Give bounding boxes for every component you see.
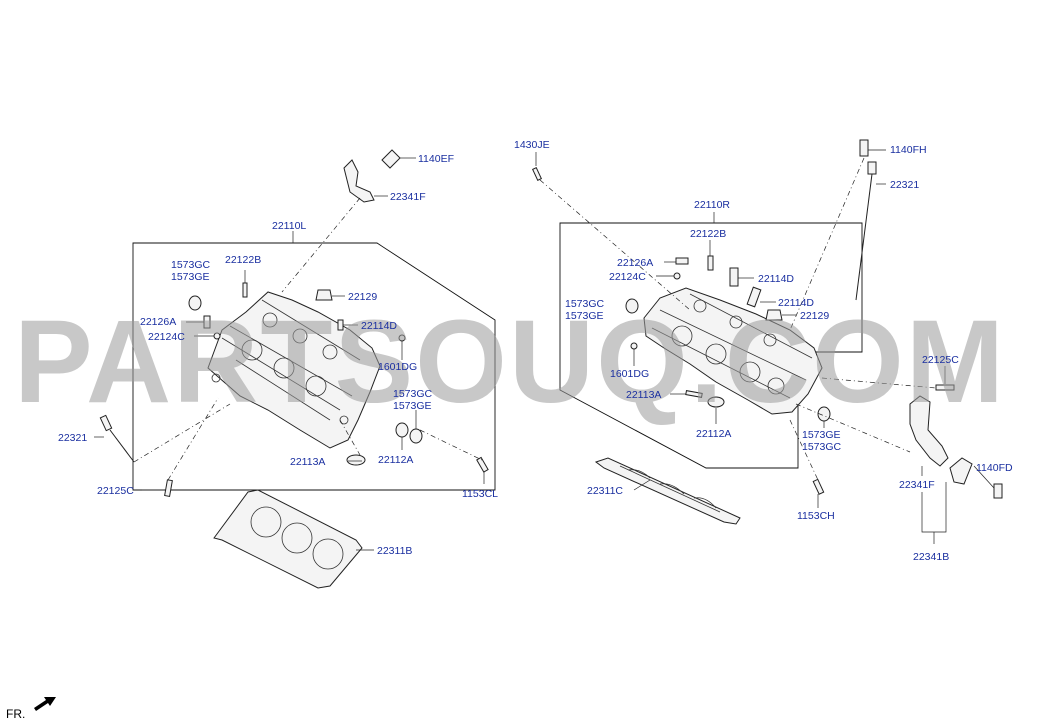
dashed-guide-1140FH bbox=[789, 157, 865, 331]
label-22341F-right[interactable]: 22341F bbox=[899, 479, 935, 491]
dashed-guide-seal-left bbox=[339, 419, 361, 456]
bolt-22122B-right[interactable] bbox=[707, 240, 714, 271]
label-22126A-right[interactable]: 22126A bbox=[617, 257, 653, 269]
seal-22112A-right[interactable] bbox=[707, 396, 725, 424]
label-22124C-left[interactable]: 22124C bbox=[148, 331, 185, 343]
plug-1573GC-right-top[interactable] bbox=[625, 298, 639, 314]
cap-22129-left[interactable] bbox=[315, 289, 345, 301]
label-1573GC-b[interactable]: 1573GC bbox=[393, 388, 433, 400]
left-assembly-frame bbox=[132, 242, 496, 491]
label-22112A-left[interactable]: 22112A bbox=[378, 454, 413, 466]
label-1153CL[interactable]: 1153CL bbox=[462, 488, 498, 500]
bracket-22341B[interactable] bbox=[949, 457, 973, 485]
seal-22113A-right[interactable] bbox=[670, 390, 703, 398]
dowel-22125C-left[interactable] bbox=[142, 479, 173, 497]
bolt-1140FH[interactable] bbox=[859, 139, 886, 157]
cap-22129-right[interactable] bbox=[765, 309, 796, 321]
label-22341F-left[interactable]: 22341F bbox=[390, 191, 426, 203]
label-22321-left[interactable]: 22321 bbox=[58, 432, 87, 444]
dashed-guide-left-top bbox=[281, 197, 361, 293]
label-22125C-left[interactable]: 22125C bbox=[97, 485, 134, 497]
dashed-guide-stud-left bbox=[133, 403, 231, 463]
label-1573GE-c[interactable]: 1573GE bbox=[565, 310, 604, 322]
label-22122B-left[interactable]: 22122B bbox=[225, 254, 261, 266]
labels-right: 1430JE 1140FH 22321 22110R 22122B 22126A… bbox=[514, 139, 1013, 563]
label-1573GE-a[interactable]: 1573GE bbox=[171, 271, 210, 283]
plug-1601DG-right[interactable] bbox=[630, 342, 638, 366]
head-gasket-22311C[interactable] bbox=[594, 457, 741, 525]
head-gasket-22311B[interactable] bbox=[213, 489, 374, 589]
label-1153CH[interactable]: 1153CH bbox=[797, 510, 835, 522]
front-direction-marker: FR. bbox=[6, 697, 56, 721]
label-1573GE-d[interactable]: 1573GE bbox=[802, 429, 841, 441]
watermark-text: PARTSOUQ.COM bbox=[14, 296, 1006, 428]
label-1430JE[interactable]: 1430JE bbox=[514, 139, 550, 151]
label-22113A-right[interactable]: 22113A bbox=[626, 389, 661, 401]
stud-22321-left[interactable] bbox=[94, 414, 135, 463]
bolt-1140FD[interactable] bbox=[973, 465, 1003, 499]
label-22112A-right[interactable]: 22112A bbox=[696, 428, 731, 440]
dowel-22114D-left[interactable] bbox=[337, 319, 358, 331]
dashed-guide-right-bracket bbox=[795, 403, 911, 453]
label-22129-right[interactable]: 22129 bbox=[800, 310, 829, 322]
washer-22124C-left[interactable] bbox=[194, 332, 221, 340]
bracket-22341F-right[interactable] bbox=[909, 395, 949, 476]
dowel-22114D-right-a[interactable] bbox=[729, 267, 754, 287]
left-cylinder-head[interactable] bbox=[207, 291, 381, 449]
label-22311B[interactable]: 22311B bbox=[377, 545, 412, 557]
bolt-22126A-right[interactable] bbox=[664, 257, 689, 265]
right-cylinder-head[interactable] bbox=[643, 287, 823, 415]
washer-22124C-right[interactable] bbox=[656, 272, 681, 280]
label-22114D-right-b[interactable]: 22114D bbox=[778, 297, 814, 309]
label-22114D-left[interactable]: 22114D bbox=[361, 320, 397, 332]
label-22114D-right-a[interactable]: 22114D bbox=[758, 273, 794, 285]
dowel-22125C-right[interactable] bbox=[935, 366, 955, 391]
label-22122B-right[interactable]: 22122B bbox=[690, 228, 726, 240]
label-1140EF[interactable]: 1140EF bbox=[418, 153, 454, 165]
label-22126A-left[interactable]: 22126A bbox=[140, 316, 176, 328]
bracket-22341F-left[interactable] bbox=[343, 159, 388, 203]
bolt-22122B-left[interactable] bbox=[242, 270, 248, 298]
label-1573GC-a[interactable]: 1573GC bbox=[171, 259, 211, 271]
bolt-22126A-left[interactable] bbox=[186, 315, 211, 329]
label-22110R[interactable]: 22110R bbox=[694, 199, 730, 211]
plug-1573GC-left-bottom[interactable] bbox=[409, 410, 423, 444]
label-1601DG-right[interactable]: 1601DG bbox=[610, 368, 649, 380]
label-1140FD[interactable]: 1140FD bbox=[976, 462, 1013, 474]
plug-1573GE-right-bottom[interactable] bbox=[817, 406, 831, 428]
dashed-guide-1430JE bbox=[539, 179, 691, 311]
pin-1430JE[interactable] bbox=[531, 152, 543, 181]
dowel-22114D-right-b[interactable] bbox=[746, 286, 776, 308]
label-1601DG-left[interactable]: 1601DG bbox=[378, 361, 417, 373]
plug-1601DG-left[interactable] bbox=[398, 334, 406, 360]
dashed-guide-1153CL bbox=[419, 429, 483, 461]
label-1573GC-c[interactable]: 1573GC bbox=[565, 298, 605, 310]
label-1140FH[interactable]: 1140FH bbox=[890, 144, 927, 156]
stud-22321-right[interactable] bbox=[855, 161, 886, 301]
label-1573GC-d[interactable]: 1573GC bbox=[802, 441, 842, 453]
seal-22112A-left[interactable] bbox=[395, 422, 409, 450]
label-22311C[interactable]: 22311C bbox=[587, 485, 623, 497]
label-22125C-right[interactable]: 22125C bbox=[922, 354, 959, 366]
label-22321-right[interactable]: 22321 bbox=[890, 179, 919, 191]
label-22124C-right[interactable]: 22124C bbox=[609, 271, 646, 283]
seal-22113A-left[interactable] bbox=[346, 454, 366, 466]
label-1573GE-b[interactable]: 1573GE bbox=[393, 400, 432, 412]
label-22110L[interactable]: 22110L bbox=[272, 220, 306, 232]
label-22341B[interactable]: 22341B bbox=[913, 551, 949, 563]
label-22129-left[interactable]: 22129 bbox=[348, 291, 377, 303]
front-label: FR. bbox=[6, 707, 25, 721]
front-arrow-icon bbox=[34, 697, 56, 711]
labels-left: 1140EF 22341F 22110L 1573GC 1573GE 22122… bbox=[58, 153, 498, 557]
bolt-1153CH[interactable] bbox=[812, 478, 825, 508]
label-22113A-left[interactable]: 22113A bbox=[290, 456, 325, 468]
bolt-1140EF[interactable] bbox=[381, 149, 416, 169]
right-assembly-frame bbox=[559, 222, 863, 469]
plug-1573GC-left-top[interactable] bbox=[188, 295, 202, 311]
bolt-1153CL[interactable] bbox=[476, 456, 489, 484]
dashed-guide-dowel-left bbox=[167, 397, 219, 481]
